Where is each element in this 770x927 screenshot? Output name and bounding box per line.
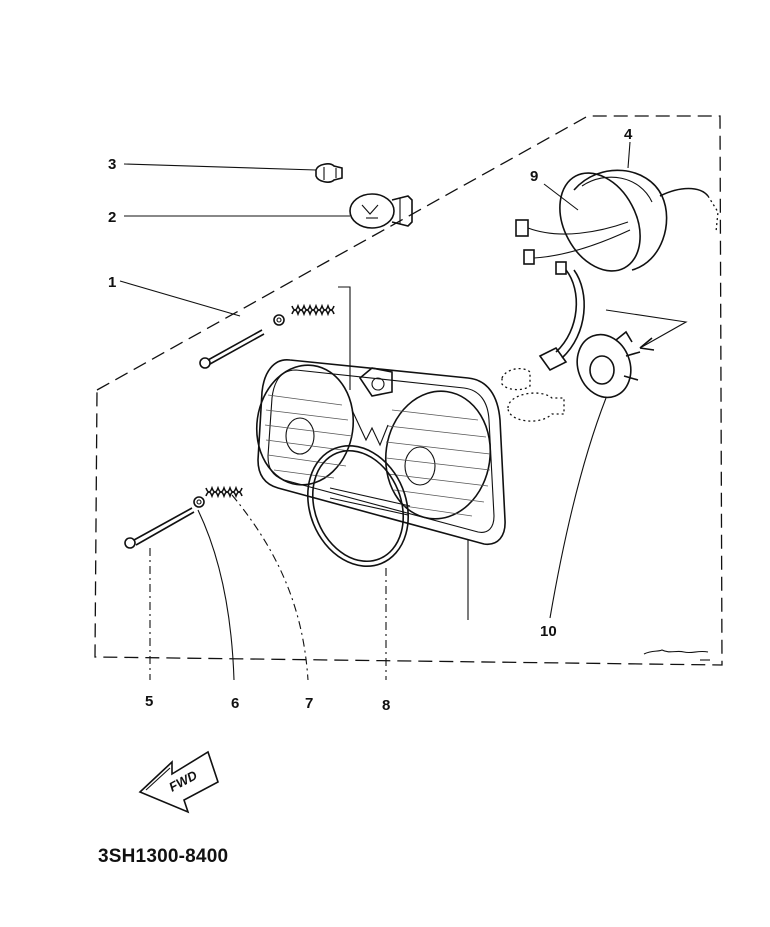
callout-1: 1: [108, 274, 116, 291]
assembly-boundary: [94, 115, 723, 666]
small-bulb-part: [315, 163, 343, 183]
callout-10: 10: [540, 623, 557, 640]
headlight-unit: [255, 359, 506, 545]
artist-signature: [643, 649, 710, 661]
o-ring-part: [306, 444, 410, 568]
ghost-bulbs: [501, 367, 565, 422]
callout-6: 6: [231, 695, 239, 712]
socket-cord: [538, 269, 585, 372]
callout-9: 9: [530, 168, 538, 185]
callout-5: 5: [145, 693, 153, 710]
lower-adjust-screw: [124, 485, 243, 549]
bulb-holder-part: [576, 330, 641, 399]
callout-3: 3: [108, 156, 116, 173]
callout-4: 4: [624, 126, 633, 143]
callout-2: 2: [108, 209, 116, 226]
forward-direction-arrow: FWD: [138, 750, 219, 814]
leader-lines: [119, 141, 631, 681]
upper-adjust-screw: [199, 303, 335, 369]
headlight-body-part: [515, 169, 719, 275]
callout-labels: 3 2 1 4 9 5 6 7 8 10: [108, 126, 633, 714]
diagram-part-code: 3SH1300-8400: [98, 846, 229, 867]
callout-8: 8: [382, 697, 390, 714]
callout-7: 7: [305, 695, 313, 712]
main-bulb-part: [349, 193, 413, 229]
